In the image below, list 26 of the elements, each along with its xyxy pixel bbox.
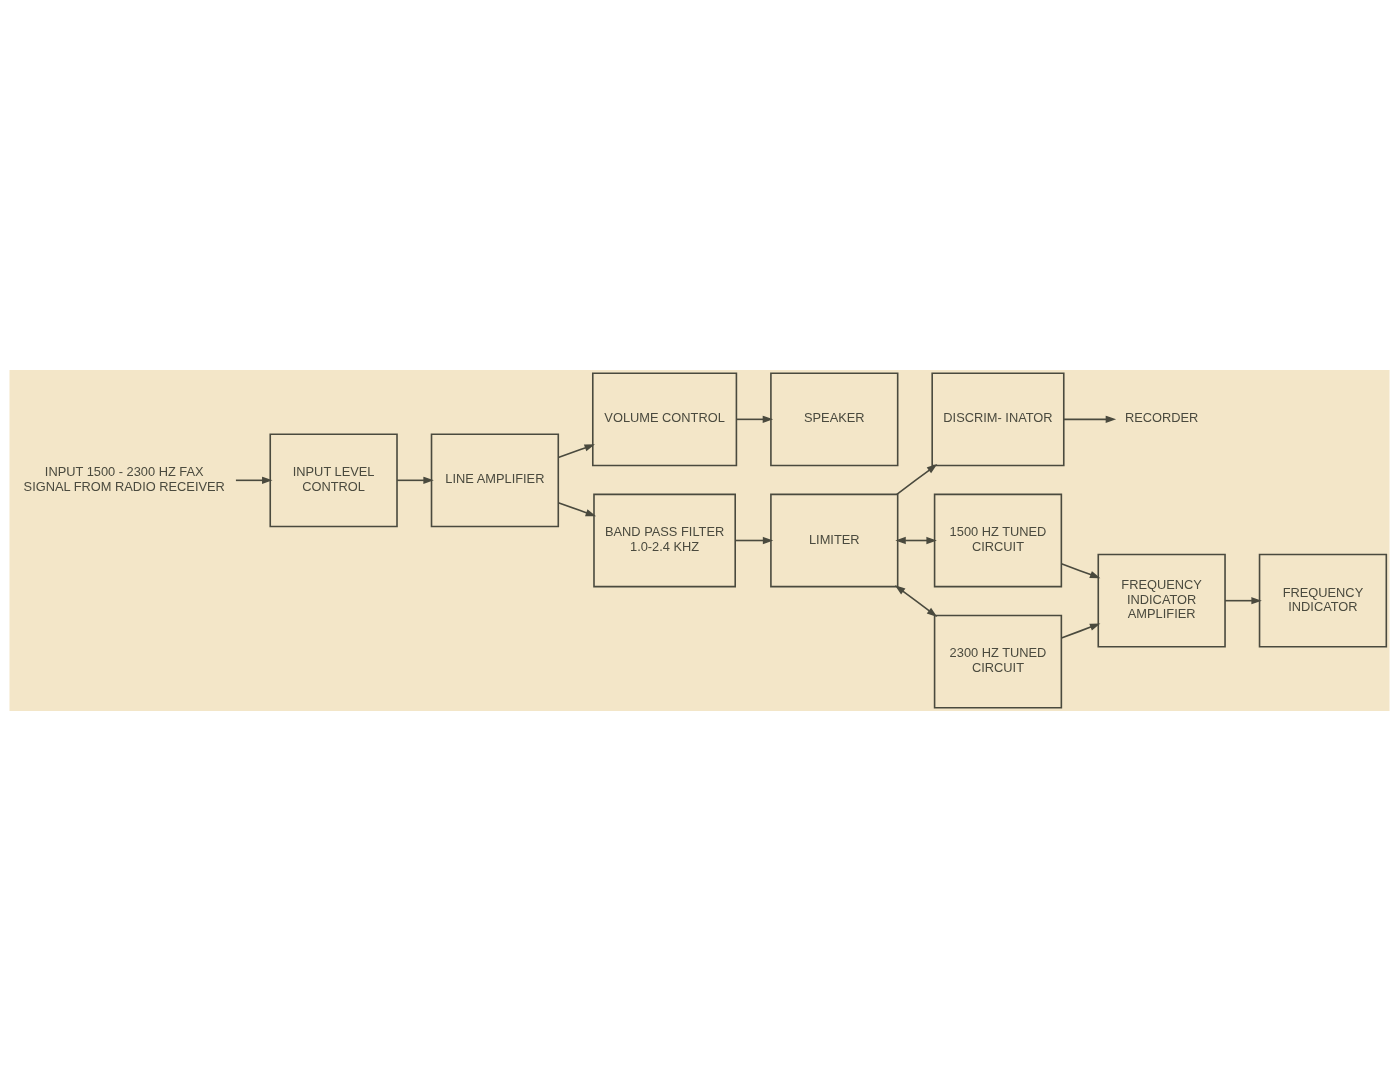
arrow: [896, 464, 938, 496]
arrow: [396, 476, 434, 484]
node-text: RECORDER: [1124, 410, 1199, 426]
arrow: [1063, 415, 1117, 423]
node-box: 2300 HZ TUNED CIRCUIT: [933, 614, 1063, 709]
arrow: [557, 501, 597, 517]
node-box: 1500 HZ TUNED CIRCUIT: [933, 493, 1063, 588]
arrow: [1060, 623, 1101, 639]
arrow: [235, 476, 273, 484]
node-box: SPEAKER: [770, 372, 899, 467]
node-box: FREQUENCY INDICATOR: [1258, 553, 1388, 648]
arrow: [735, 415, 774, 423]
arrow: [734, 536, 774, 545]
node-box: FREQUENCY INDICATOR AMPLIFIER: [1097, 553, 1226, 648]
node-text: INPUT 1500 - 2300 HZ FAX SIGNAL FROM RADIO RECEIVER: [23, 464, 225, 494]
arrow: [894, 585, 938, 617]
node-box: VOLUME CONTROL: [592, 372, 738, 467]
arrow: [895, 536, 937, 545]
node-box: BAND PASS FILTER 1.0-2.4 KHZ: [593, 493, 736, 588]
arrow: [1224, 597, 1262, 605]
node-box: INPUT LEVEL CONTROL: [269, 433, 398, 528]
node-box: DISCRIM- INATOR: [931, 372, 1065, 467]
node-box: LIMITER: [770, 493, 899, 588]
node-box: LINE AMPLIFIER: [430, 433, 560, 528]
arrow: [1060, 562, 1101, 579]
arrow: [557, 444, 595, 459]
